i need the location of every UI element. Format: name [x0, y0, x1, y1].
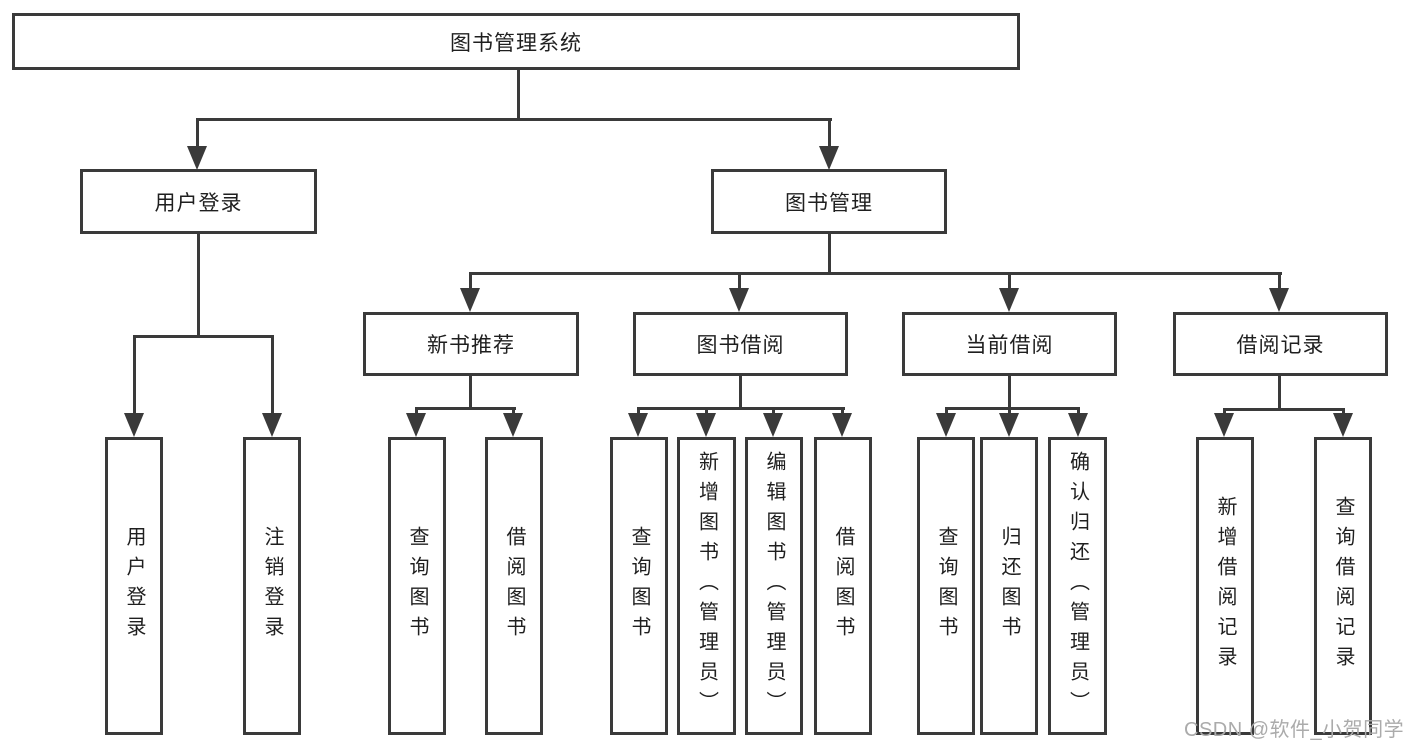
- arrowhead: [187, 146, 207, 170]
- connector-line: [196, 118, 199, 150]
- connector-line: [196, 118, 832, 121]
- node-user-login: 用户登录: [80, 169, 317, 234]
- connector-line: [772, 407, 775, 417]
- leaf-confirm-return-admin: 确认归还（管理员）: [1048, 437, 1107, 735]
- leaf-query-books: 查询图书: [388, 437, 446, 735]
- arrowhead: [503, 413, 523, 437]
- connector-line: [1278, 272, 1281, 290]
- arrowhead: [1269, 288, 1289, 312]
- arrowhead: [819, 146, 839, 170]
- watermark-text: CSDN @软件_小贺同学: [1184, 719, 1405, 741]
- leaf-borrow-books: 借阅图书: [814, 437, 872, 735]
- connector-line: [517, 70, 520, 118]
- arrowhead: [1214, 413, 1234, 437]
- arrowhead: [1333, 413, 1353, 437]
- connector-line: [1342, 408, 1345, 417]
- connector-line: [738, 272, 741, 290]
- connector-line: [469, 272, 472, 290]
- arrowhead: [696, 413, 716, 437]
- connector-line: [1224, 408, 1345, 411]
- connector-line: [416, 407, 516, 410]
- connector-line: [1077, 407, 1080, 417]
- connector-line: [637, 407, 640, 417]
- connector-line: [739, 376, 742, 410]
- leaf-logout: 注销登录: [243, 437, 301, 735]
- arrowhead: [729, 288, 749, 312]
- arrowhead: [936, 413, 956, 437]
- node-book-borrowing: 图书借阅: [633, 312, 848, 376]
- arrowhead: [406, 413, 426, 437]
- connector-line: [705, 407, 708, 417]
- connector-line: [1223, 408, 1226, 417]
- leaf-edit-books-admin: 编辑图书（管理员）: [745, 437, 803, 735]
- leaf-query-borrow-record: 查询借阅记录: [1314, 437, 1372, 735]
- connector-line: [945, 407, 948, 417]
- leaf-add-books-admin: 新增图书（管理员）: [677, 437, 736, 735]
- node-current-borrowing: 当前借阅: [902, 312, 1117, 376]
- connector-line: [841, 407, 844, 417]
- connector-line: [828, 234, 831, 275]
- arrowhead: [999, 413, 1019, 437]
- arrowhead: [999, 288, 1019, 312]
- connector-line: [133, 335, 136, 417]
- arrowhead: [763, 413, 783, 437]
- connector-line: [638, 407, 845, 410]
- arrowhead: [460, 288, 480, 312]
- arrowhead: [628, 413, 648, 437]
- arrowhead: [262, 413, 282, 437]
- connector-line: [1008, 407, 1011, 417]
- connector-line: [469, 376, 472, 410]
- leaf-query-books: 查询图书: [917, 437, 975, 735]
- arrowhead: [1068, 413, 1088, 437]
- leaf-borrow-books: 借阅图书: [485, 437, 543, 735]
- connector-line: [469, 272, 1282, 275]
- connector-line: [133, 335, 274, 338]
- connector-line: [271, 335, 274, 417]
- connector-line: [1008, 272, 1011, 290]
- arrowhead: [832, 413, 852, 437]
- connector-line: [946, 407, 1080, 410]
- connector-line: [828, 118, 831, 150]
- leaf-return-books: 归还图书: [980, 437, 1038, 735]
- node-book-management: 图书管理: [711, 169, 947, 234]
- connector-line: [512, 407, 515, 417]
- connector-line: [197, 234, 200, 338]
- leaf-query-books: 查询图书: [610, 437, 668, 735]
- connector-line: [415, 407, 418, 417]
- leaf-user-login: 用户登录: [105, 437, 163, 735]
- connector-line: [1278, 376, 1281, 411]
- connector-line: [1008, 376, 1011, 410]
- node-library-system: 图书管理系统: [12, 13, 1020, 70]
- node-borrow-records: 借阅记录: [1173, 312, 1388, 376]
- node-new-book-recommend: 新书推荐: [363, 312, 579, 376]
- leaf-add-borrow-record: 新增借阅记录: [1196, 437, 1254, 735]
- arrowhead: [124, 413, 144, 437]
